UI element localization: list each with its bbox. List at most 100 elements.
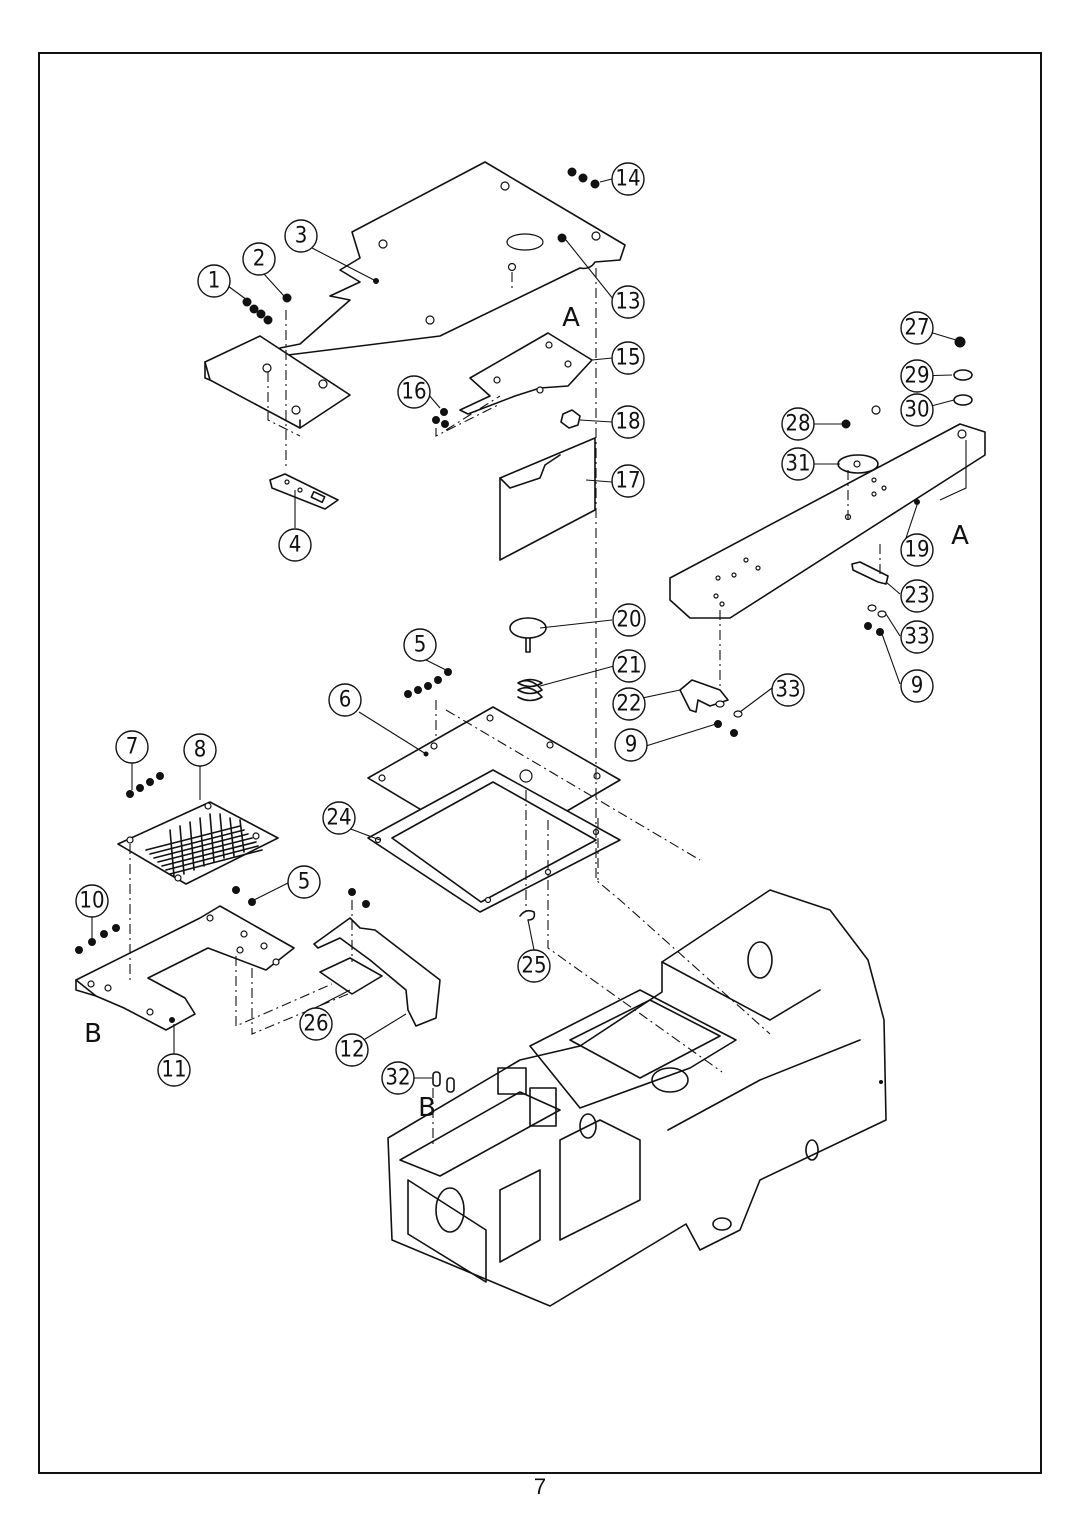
callout-12: 12 [335, 1033, 369, 1067]
callout-23: 23 [900, 579, 934, 613]
clip-25 [519, 909, 536, 921]
callout-15: 15 [611, 341, 645, 375]
ref-letter-b-bed: B [418, 1093, 436, 1123]
screw-13 [557, 233, 567, 243]
callout-10: 10 [75, 884, 109, 918]
svg-text:30: 30 [904, 398, 929, 423]
svg-text:9: 9 [911, 674, 924, 699]
svg-text:26: 26 [303, 1012, 328, 1037]
callout-11: 11 [157, 1053, 191, 1087]
svg-text:25: 25 [521, 954, 546, 979]
svg-text:14: 14 [615, 167, 640, 192]
callout-9-right: 9 [900, 669, 934, 703]
svg-text:5: 5 [298, 870, 311, 895]
svg-text:6: 6 [339, 688, 352, 713]
shield-17 [499, 437, 596, 561]
callout-28: 28 [781, 407, 815, 441]
svg-text:31: 31 [785, 452, 810, 477]
callout-31: 31 [781, 447, 815, 481]
callout-3: 3 [284, 219, 318, 253]
callout-16: 16 [397, 375, 431, 409]
svg-text:22: 22 [616, 692, 641, 717]
svg-text:17: 17 [615, 469, 640, 494]
feed-plate-4 [269, 473, 339, 510]
leader-lines [91, 178, 967, 1079]
callout-29: 29 [900, 359, 934, 393]
callout-1: 1 [197, 264, 231, 298]
plate-23 [851, 561, 889, 585]
callout-14: 14 [611, 162, 645, 196]
arm-19 [669, 423, 986, 619]
svg-text:16: 16 [401, 380, 426, 405]
callout-5: 5 [403, 628, 437, 662]
cap-20 [509, 617, 547, 639]
ref-letter-a-top: A [562, 303, 580, 333]
machine-bed [387, 889, 887, 1307]
throat-plate-8 [117, 801, 279, 885]
svg-text:18: 18 [615, 410, 640, 435]
svg-text:29: 29 [904, 364, 929, 389]
callout-6: 6 [328, 683, 362, 717]
spring-21 [517, 678, 543, 702]
callout-9: 9 [614, 728, 648, 762]
callout-24: 24 [322, 801, 356, 835]
svg-text:21: 21 [616, 654, 641, 679]
pins-32 [432, 1071, 455, 1093]
callout-30: 30 [900, 393, 934, 427]
screws-16 [432, 408, 449, 428]
svg-text:8: 8 [194, 738, 207, 763]
washer-30 [953, 394, 973, 406]
assembly-lines [129, 268, 881, 1146]
svg-text:15: 15 [615, 346, 640, 371]
base-plate-11 [75, 905, 295, 1031]
svg-text:3: 3 [295, 224, 308, 249]
svg-text:1: 1 [208, 269, 221, 294]
callout-33-left: 33 [771, 673, 805, 707]
callout-17: 17 [611, 464, 645, 498]
ref-letter-b-plate: B [84, 1019, 102, 1049]
svg-text:23: 23 [904, 584, 929, 609]
screws-1 [242, 293, 292, 325]
svg-text:20: 20 [616, 608, 641, 633]
svg-text:33: 33 [775, 678, 800, 703]
nut-18 [560, 409, 581, 429]
svg-text:4: 4 [289, 533, 302, 558]
callout-5-lower: 5 [287, 865, 321, 899]
screws-14 [567, 167, 600, 189]
svg-text:5: 5 [414, 633, 427, 658]
callout-4: 4 [278, 528, 312, 562]
svg-text:28: 28 [785, 412, 810, 437]
screws-5-lower [232, 886, 370, 908]
svg-text:19: 19 [904, 538, 929, 563]
callout-7: 7 [115, 730, 149, 764]
ref-letter-a-arm: A [951, 521, 969, 551]
callout-26: 26 [299, 1007, 333, 1041]
svg-text:7: 7 [126, 735, 139, 760]
svg-text:33: 33 [904, 625, 929, 650]
callout-13: 13 [611, 285, 645, 319]
washers-33-nuts-9 [864, 604, 887, 636]
callout-19: 19 [900, 533, 934, 567]
callout-32: 32 [381, 1061, 415, 1095]
bracket-12 [313, 917, 441, 1027]
page-number: 7 [533, 1474, 547, 1499]
callout-2: 2 [242, 242, 276, 276]
svg-text:24: 24 [326, 806, 351, 831]
screws-10 [75, 924, 120, 954]
svg-text:9: 9 [625, 733, 638, 758]
bracket-15 [459, 332, 593, 415]
callout-8: 8 [183, 733, 217, 767]
drawing-frame [38, 52, 1042, 1474]
top-cover-plate [204, 161, 626, 429]
svg-text:11: 11 [161, 1058, 186, 1083]
svg-text:10: 10 [79, 889, 104, 914]
callout-33-right: 33 [900, 620, 934, 654]
callout-20: 20 [612, 603, 646, 637]
callout-25: 25 [517, 949, 551, 983]
plate-26 [319, 957, 383, 995]
callout-22: 22 [612, 687, 646, 721]
svg-text:13: 13 [615, 290, 640, 315]
callout-18: 18 [611, 405, 645, 439]
washer-29 [953, 369, 973, 381]
